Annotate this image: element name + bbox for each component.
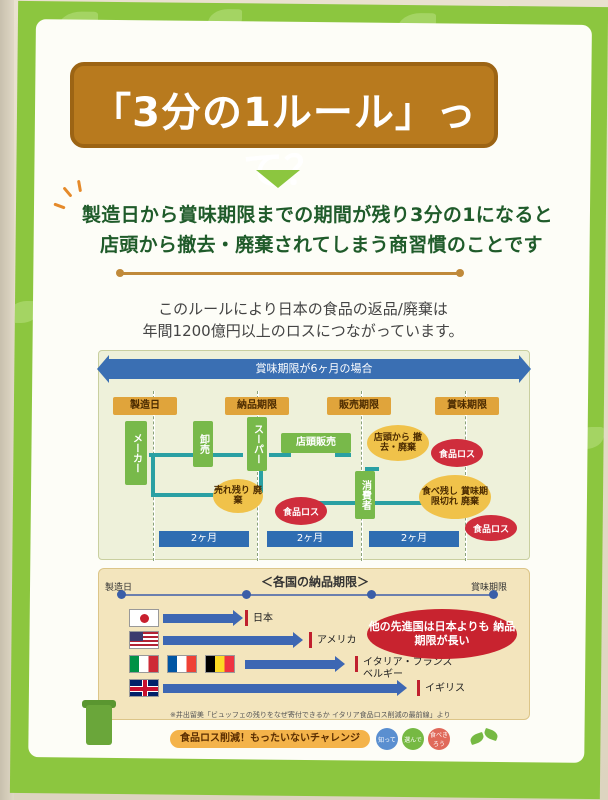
france-flag-icon	[167, 655, 197, 673]
note-line-1: このルールにより日本の食品の返品/廃棄は	[158, 300, 448, 318]
flow-arrow	[151, 493, 261, 497]
uk-deadline-bar	[163, 680, 407, 696]
phase-divider	[257, 391, 259, 561]
timeline-dot	[489, 590, 498, 599]
divider-dot	[116, 269, 124, 277]
flow-diagram: 賞味期限が6ヶ月の場合 製造日 納品期限 販売期限 賞味期限 メーカー 卸売 ス…	[97, 350, 531, 561]
food-loss-badge: 食品ロス	[275, 497, 327, 525]
belgium-label: ベルギー	[363, 669, 403, 680]
phase-sales-deadline: 販売期限	[327, 397, 391, 415]
italy-france-label: イタリア・フランス	[363, 657, 453, 668]
removed-waste-oval: 店頭から 撤去・廃棄	[367, 425, 429, 461]
flow-arrow	[375, 501, 425, 505]
wall	[0, 0, 14, 800]
flow-arrow	[335, 453, 351, 457]
japan-flag-icon	[129, 609, 159, 627]
europe-deadline-mark	[355, 656, 358, 672]
flow-arrow	[259, 471, 263, 493]
flow-arrow	[151, 457, 155, 497]
bin-lid-icon	[82, 700, 116, 708]
phase-delivery-deadline: 納品期限	[225, 397, 289, 415]
timeline-dot	[117, 590, 126, 599]
europe-deadline-bar	[245, 656, 345, 672]
divider	[120, 272, 460, 275]
note-line-2: 年間1200億円以上のロスにつながっています。	[142, 322, 464, 340]
country-deadlines-panel: ＜各国の納品期限＞ 製造日 賞味期限 日本 アメリカ イタリア・フランス ベルギ…	[98, 568, 530, 720]
consumer-box: 消費者	[355, 471, 375, 519]
timeline-dot	[242, 590, 251, 599]
wholesale-box: 卸売	[193, 421, 213, 467]
shelf-life-span-arrow: 賞味期限が6ヶ月の場合	[97, 355, 531, 383]
store-sales-box: 店頭販売	[281, 433, 351, 453]
belgium-flag-icon	[205, 655, 235, 673]
phase-best-before: 賞味期限	[435, 397, 499, 415]
flow-arrow	[369, 467, 379, 471]
month-span: 2ヶ月	[267, 531, 353, 547]
month-span: 2ヶ月	[159, 531, 249, 547]
trash-bin-icon	[86, 705, 112, 745]
eat-up-circle: 食べきろう	[428, 728, 450, 750]
unsold-waste-oval: 売れ残り 廃棄	[213, 479, 263, 513]
flow-arrow	[149, 453, 193, 457]
food-loss-badge: 食品ロス	[465, 515, 517, 541]
phase-manufacture-date: 製造日	[113, 397, 177, 415]
choose-circle: 選んで	[402, 728, 424, 750]
usa-label: アメリカ	[317, 635, 357, 646]
title-banner: 「3分の1ルール」って？	[70, 62, 498, 194]
usa-deadline-bar	[163, 632, 303, 648]
start-label: 製造日	[105, 583, 133, 593]
down-arrow-icon	[256, 170, 300, 188]
month-span: 2ヶ月	[369, 531, 459, 547]
flow-arrow	[213, 453, 243, 457]
callout-bubble: 他の先進国は日本よりも 納品期限が長い	[367, 609, 517, 659]
lead-line-1: 製造日から賞味期限までの期間が残り3分の1になると	[82, 204, 553, 226]
uk-flag-icon	[129, 679, 159, 697]
food-loss-badge: 食品ロス	[431, 439, 483, 467]
divider-dot	[456, 269, 464, 277]
usa-flag-icon	[129, 631, 159, 649]
footer-slogan: 食品ロス削減！もったいないチャレンジ	[170, 730, 370, 748]
leftover-waste-oval: 食べ残し 賞味期限切れ 廃棄	[419, 475, 491, 519]
uk-deadline-mark	[417, 680, 420, 696]
lead-line-2: 店頭から撤去・廃棄されてしまう商習慣のことです	[100, 234, 543, 256]
japan-label: 日本	[253, 613, 273, 624]
source-note: ※井出留美「ビュッフェの残りをなぜ寄付できるか イタリア食品ロス削減の最前線」よ…	[170, 711, 451, 719]
supermarket-box: スーパー	[247, 417, 267, 471]
uk-label: イギリス	[425, 683, 465, 694]
timeline	[121, 594, 493, 596]
deadlines-title: ＜各国の納品期限＞	[260, 575, 369, 589]
italy-flag-icon	[129, 655, 159, 673]
know-circle: 知って	[376, 728, 398, 750]
maker-box: メーカー	[125, 421, 147, 485]
end-label: 賞味期限	[471, 583, 508, 593]
timeline-dot	[367, 590, 376, 599]
flow-arrow	[269, 453, 291, 457]
usa-deadline-mark	[309, 632, 312, 648]
japan-deadline-mark	[245, 610, 248, 626]
japan-deadline-bar	[163, 610, 243, 626]
